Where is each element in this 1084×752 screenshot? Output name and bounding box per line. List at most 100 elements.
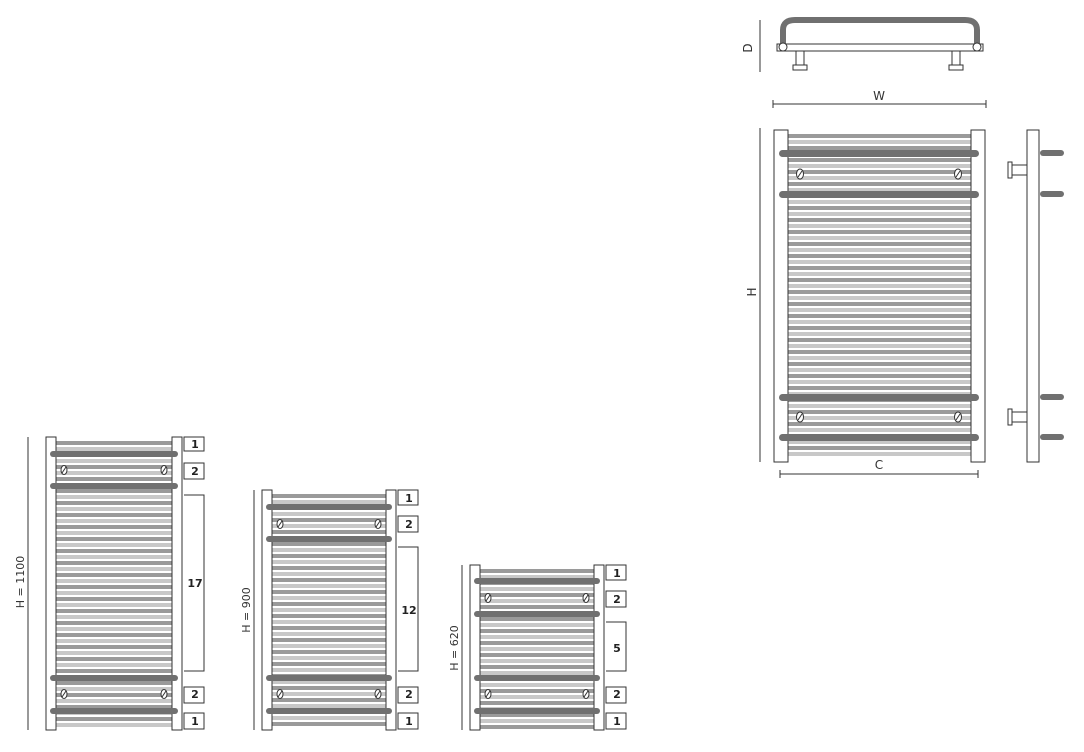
model-slat [272, 602, 386, 606]
front-slat [788, 134, 971, 138]
top-collector [776, 43, 984, 52]
front-slat [788, 374, 971, 378]
model-bracket-mark [277, 690, 283, 698]
model-slat [56, 723, 172, 727]
model-slat [272, 566, 386, 570]
front-slat [788, 140, 971, 144]
model-slat [272, 680, 386, 684]
model-count-box [605, 712, 627, 730]
model-bracket-mark [375, 690, 381, 698]
model-slat [480, 593, 594, 597]
model-bracket-mark [61, 690, 67, 698]
front-slat [788, 206, 971, 210]
model-3-count-top-1: 1 [613, 567, 621, 580]
front-bracket-mark [797, 170, 803, 178]
model-slat [56, 663, 172, 667]
model-count-box [397, 686, 419, 704]
model-slat [56, 525, 172, 529]
front-slat [788, 284, 971, 288]
model-slat [480, 695, 594, 699]
front-towel-bar [779, 150, 979, 157]
front-bracket-mark [955, 413, 961, 421]
model-slat [56, 657, 172, 661]
model-3-count-bot-2: 2 [613, 688, 621, 701]
model-slat [56, 567, 172, 571]
front-brackets [796, 168, 962, 423]
front-slat [788, 218, 971, 222]
model-slat [56, 639, 172, 643]
model-slat [480, 635, 594, 639]
model-2 [253, 489, 419, 731]
model-slat [56, 597, 172, 601]
front-slat [788, 296, 971, 300]
model-3-count-bot-1: 1 [613, 715, 621, 728]
model-collector-left [45, 436, 57, 731]
model-slat [480, 599, 594, 603]
front-slat [788, 158, 971, 162]
model-2-count-top-2: 2 [405, 518, 413, 531]
model-slat [272, 590, 386, 594]
model-slat [480, 683, 594, 687]
front-slat [788, 176, 971, 180]
top-bar [780, 17, 980, 46]
model-2-count-top-1: 1 [405, 492, 413, 505]
model-bracket-mark [485, 594, 491, 602]
model-slat [480, 623, 594, 627]
model-slat [480, 575, 594, 579]
front-slat [788, 350, 971, 354]
model-slat [272, 704, 386, 708]
front-slat [788, 452, 971, 456]
model-count-bracket [398, 546, 419, 672]
top-bracket-left [795, 50, 805, 66]
model-collector-right [593, 564, 605, 731]
front-slat [788, 230, 971, 234]
model-slat [272, 698, 386, 702]
model-slat [56, 699, 172, 703]
dim-w-label: W [873, 89, 885, 103]
model-bracket-mark [61, 466, 67, 474]
side-view [1007, 129, 1064, 463]
front-towel-bar [779, 191, 979, 198]
model-slat [272, 722, 386, 726]
model-slat [480, 629, 594, 633]
front-slat [788, 164, 971, 168]
front-slat [788, 344, 971, 348]
front-slat [788, 404, 971, 408]
model-slat [480, 653, 594, 657]
model-slat [56, 609, 172, 613]
model-count-box [605, 686, 627, 704]
model-slat [56, 465, 172, 469]
model-slat [56, 441, 172, 445]
model-slat [272, 608, 386, 612]
model-slat [272, 530, 386, 534]
model-towel-bar [50, 675, 178, 681]
model-slat [480, 665, 594, 669]
model-slat [272, 500, 386, 504]
front-slat [788, 236, 971, 240]
front-slat [788, 422, 971, 426]
model-slat [272, 638, 386, 642]
model-slat [56, 615, 172, 619]
front-collector-left [773, 129, 789, 463]
model-slat [272, 542, 386, 546]
model-slat [56, 681, 172, 685]
model-slat [272, 512, 386, 516]
model-3-count-top-2: 2 [613, 593, 621, 606]
model-slat [480, 659, 594, 663]
model-count-box [605, 590, 627, 608]
model-slat [272, 494, 386, 498]
model-slat [56, 645, 172, 649]
dim-c-label: C [875, 458, 883, 472]
model-towel-bar [474, 675, 600, 681]
model-slat [272, 584, 386, 588]
model-count-box [183, 436, 205, 452]
model-slat [272, 656, 386, 660]
model-count-box [397, 489, 419, 506]
front-towel-bar [779, 394, 979, 401]
model-collector-left [469, 564, 481, 731]
model-slat [272, 632, 386, 636]
model-bracket-mark [583, 690, 589, 698]
model-slat [56, 507, 172, 511]
model-collector-left [261, 489, 273, 731]
